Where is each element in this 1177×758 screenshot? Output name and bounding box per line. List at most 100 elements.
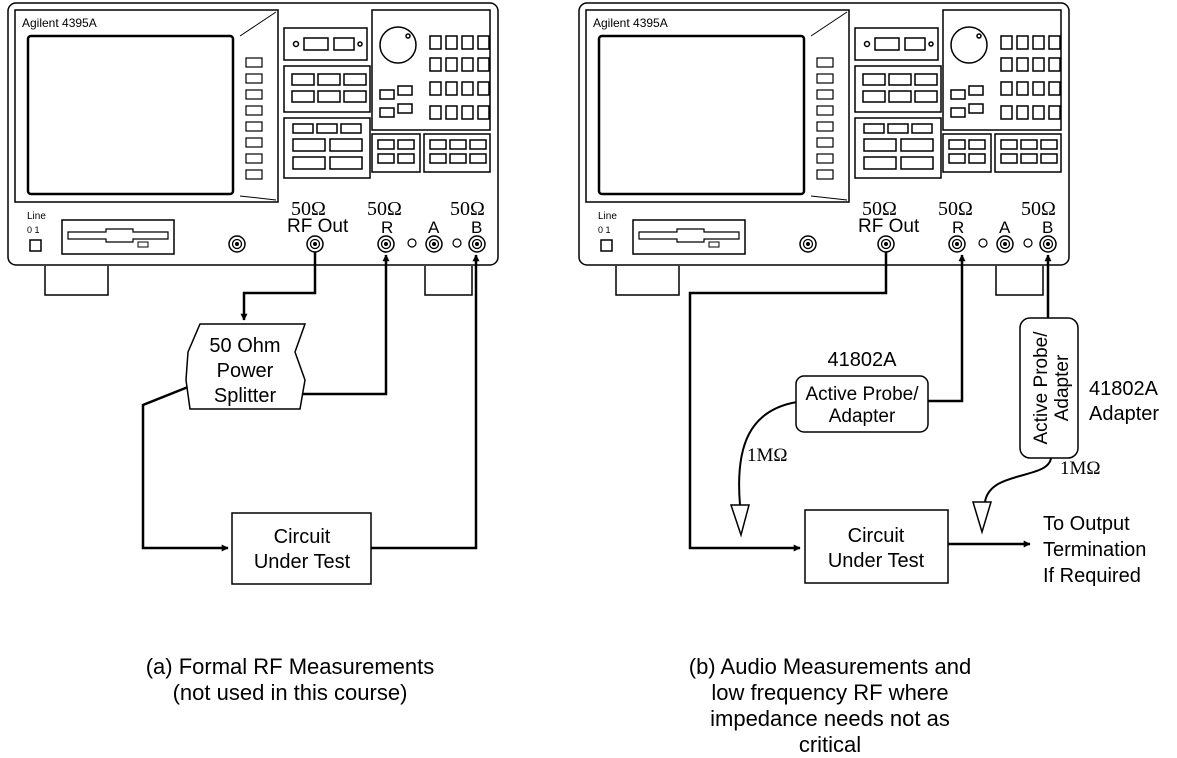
- key[interactable]: [1040, 139, 1058, 150]
- key[interactable]: [1020, 153, 1038, 164]
- softkey[interactable]: [816, 169, 834, 180]
- key[interactable]: [429, 81, 442, 96]
- key[interactable]: [914, 73, 938, 86]
- softkey[interactable]: [245, 89, 263, 100]
- key[interactable]: [1000, 139, 1018, 150]
- key[interactable]: [329, 138, 363, 152]
- softkey[interactable]: [816, 89, 834, 100]
- key[interactable]: [461, 57, 474, 72]
- key[interactable]: [948, 139, 966, 150]
- softkey[interactable]: [816, 105, 834, 116]
- key[interactable]: [377, 139, 395, 150]
- softkey[interactable]: [245, 73, 263, 84]
- key[interactable]: [1032, 35, 1045, 50]
- key[interactable]: [1000, 153, 1018, 164]
- key[interactable]: [292, 138, 326, 152]
- key[interactable]: [429, 139, 447, 150]
- key[interactable]: [1040, 153, 1058, 164]
- key[interactable]: [900, 156, 934, 170]
- key[interactable]: [888, 73, 912, 86]
- key[interactable]: [1000, 105, 1013, 120]
- key[interactable]: [461, 105, 474, 120]
- key[interactable]: [445, 105, 458, 120]
- key[interactable]: [379, 89, 395, 100]
- key[interactable]: [340, 123, 362, 134]
- softkey[interactable]: [816, 137, 834, 148]
- key[interactable]: [291, 73, 315, 86]
- key[interactable]: [445, 81, 458, 96]
- connector-r[interactable]: [948, 235, 966, 253]
- softkey[interactable]: [245, 169, 263, 180]
- softkey[interactable]: [816, 121, 834, 132]
- floppy-slot[interactable]: [67, 228, 169, 243]
- key[interactable]: [950, 107, 966, 118]
- key[interactable]: [292, 123, 314, 134]
- key[interactable]: [477, 35, 490, 50]
- key[interactable]: [397, 103, 413, 114]
- key[interactable]: [1020, 139, 1038, 150]
- power-switch[interactable]: [600, 239, 613, 252]
- key[interactable]: [968, 153, 986, 164]
- key[interactable]: [950, 89, 966, 100]
- key[interactable]: [1048, 81, 1061, 96]
- key[interactable]: [317, 73, 341, 86]
- key[interactable]: [1032, 57, 1045, 72]
- key[interactable]: [968, 103, 984, 114]
- key[interactable]: [291, 90, 315, 103]
- key[interactable]: [968, 139, 986, 150]
- key[interactable]: [329, 156, 363, 170]
- key[interactable]: [317, 90, 341, 103]
- key[interactable]: [292, 156, 326, 170]
- connector-r[interactable]: [377, 235, 395, 253]
- key[interactable]: [1000, 57, 1013, 72]
- key[interactable]: [1016, 35, 1029, 50]
- key[interactable]: [333, 37, 355, 51]
- floppy-button[interactable]: [708, 241, 720, 248]
- key[interactable]: [863, 138, 897, 152]
- floppy-button[interactable]: [137, 241, 149, 248]
- key[interactable]: [429, 105, 442, 120]
- key[interactable]: [1000, 81, 1013, 96]
- key[interactable]: [429, 57, 442, 72]
- connector-a[interactable]: [425, 235, 443, 253]
- softkey[interactable]: [816, 153, 834, 164]
- key[interactable]: [449, 153, 467, 164]
- key[interactable]: [862, 90, 886, 103]
- connector-rf-out[interactable]: [306, 235, 324, 253]
- key[interactable]: [911, 123, 933, 134]
- connector-b[interactable]: [468, 235, 486, 253]
- key[interactable]: [1048, 57, 1061, 72]
- softkey[interactable]: [245, 57, 263, 68]
- key[interactable]: [397, 153, 415, 164]
- key[interactable]: [904, 37, 926, 51]
- key[interactable]: [461, 35, 474, 50]
- key[interactable]: [874, 37, 900, 51]
- key[interactable]: [1048, 35, 1061, 50]
- key[interactable]: [377, 153, 395, 164]
- softkey[interactable]: [816, 73, 834, 84]
- key[interactable]: [887, 123, 909, 134]
- connector-aux[interactable]: [228, 235, 246, 253]
- key[interactable]: [449, 139, 467, 150]
- key[interactable]: [948, 153, 966, 164]
- key[interactable]: [429, 35, 442, 50]
- key[interactable]: [379, 107, 395, 118]
- key[interactable]: [461, 81, 474, 96]
- connector-rf-out[interactable]: [877, 235, 895, 253]
- power-switch[interactable]: [29, 239, 42, 252]
- key[interactable]: [429, 153, 447, 164]
- key[interactable]: [1016, 105, 1029, 120]
- key[interactable]: [968, 85, 984, 96]
- softkey[interactable]: [245, 153, 263, 164]
- key[interactable]: [477, 57, 490, 72]
- key[interactable]: [900, 138, 934, 152]
- key[interactable]: [445, 57, 458, 72]
- key[interactable]: [1048, 105, 1061, 120]
- key[interactable]: [397, 139, 415, 150]
- key[interactable]: [914, 90, 938, 103]
- key[interactable]: [469, 139, 487, 150]
- key[interactable]: [1000, 35, 1013, 50]
- key[interactable]: [445, 35, 458, 50]
- floppy-slot[interactable]: [638, 228, 740, 243]
- key[interactable]: [343, 90, 367, 103]
